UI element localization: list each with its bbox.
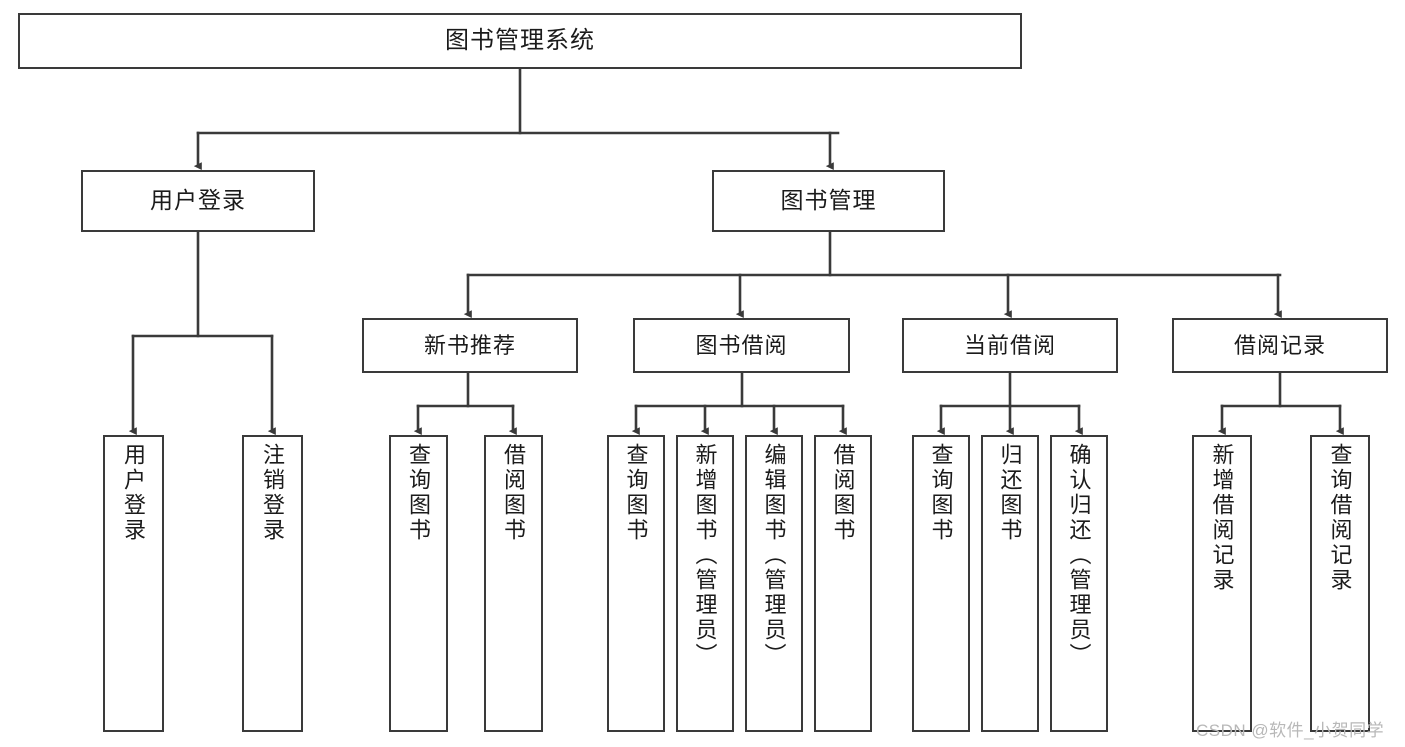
- node-borrow-record-label: 借阅记录: [1233, 332, 1326, 358]
- node-leaf-borrow-book[interactable]: 借阅图书: [814, 435, 872, 732]
- node-leaf-query-book-current-label: 查询图书: [928, 443, 954, 543]
- node-leaf-query-book-borrow-label: 查询图书: [623, 443, 649, 543]
- node-leaf-edit-book-admin-label: 编辑图书（管理员）: [761, 443, 787, 668]
- node-leaf-borrow-book-label: 借阅图书: [830, 443, 856, 543]
- node-book-management[interactable]: 图书管理: [712, 170, 945, 232]
- node-leaf-logout[interactable]: 注销登录: [242, 435, 303, 732]
- node-leaf-return-book-label: 归还图书: [997, 443, 1023, 543]
- node-leaf-query-book-borrow[interactable]: 查询图书: [607, 435, 665, 732]
- node-leaf-add-borrow-record-label: 新增借阅记录: [1209, 443, 1235, 593]
- node-leaf-edit-book-admin[interactable]: 编辑图书（管理员）: [745, 435, 803, 732]
- node-borrow-record[interactable]: 借阅记录: [1172, 318, 1388, 373]
- node-leaf-query-book-current[interactable]: 查询图书: [912, 435, 970, 732]
- node-leaf-confirm-return-admin-label: 确认归还（管理员）: [1066, 443, 1092, 668]
- node-leaf-add-borrow-record[interactable]: 新增借阅记录: [1192, 435, 1252, 732]
- node-root-label: 图书管理系统: [445, 26, 595, 54]
- node-root-library-system[interactable]: 图书管理系统: [18, 13, 1022, 69]
- node-leaf-borrow-book-recommend[interactable]: 借阅图书: [484, 435, 543, 732]
- node-current-borrow-label: 当前借阅: [963, 332, 1056, 358]
- node-leaf-return-book[interactable]: 归还图书: [981, 435, 1039, 732]
- node-leaf-borrow-book-recommend-label: 借阅图书: [501, 443, 527, 543]
- node-leaf-query-book-recommend-label: 查询图书: [406, 443, 432, 543]
- node-book-borrow-label: 图书借阅: [695, 332, 788, 358]
- node-current-borrow[interactable]: 当前借阅: [902, 318, 1118, 373]
- node-leaf-add-book-admin-label: 新增图书（管理员）: [692, 443, 718, 668]
- node-book-borrow[interactable]: 图书借阅: [633, 318, 850, 373]
- node-user-login-label: 用户登录: [150, 187, 246, 214]
- node-leaf-confirm-return-admin[interactable]: 确认归还（管理员）: [1050, 435, 1108, 732]
- node-new-book-recommend-label: 新书推荐: [423, 332, 516, 358]
- node-leaf-query-borrow-record-label: 查询借阅记录: [1327, 443, 1353, 593]
- node-leaf-query-book-recommend[interactable]: 查询图书: [389, 435, 448, 732]
- node-user-login[interactable]: 用户登录: [81, 170, 315, 232]
- node-leaf-user-login-label: 用户登录: [121, 443, 147, 543]
- node-leaf-add-book-admin[interactable]: 新增图书（管理员）: [676, 435, 734, 732]
- node-book-management-label: 图书管理: [780, 187, 877, 214]
- node-new-book-recommend[interactable]: 新书推荐: [362, 318, 578, 373]
- node-leaf-user-login[interactable]: 用户登录: [103, 435, 164, 732]
- node-leaf-logout-label: 注销登录: [260, 443, 286, 543]
- node-leaf-query-borrow-record[interactable]: 查询借阅记录: [1310, 435, 1370, 732]
